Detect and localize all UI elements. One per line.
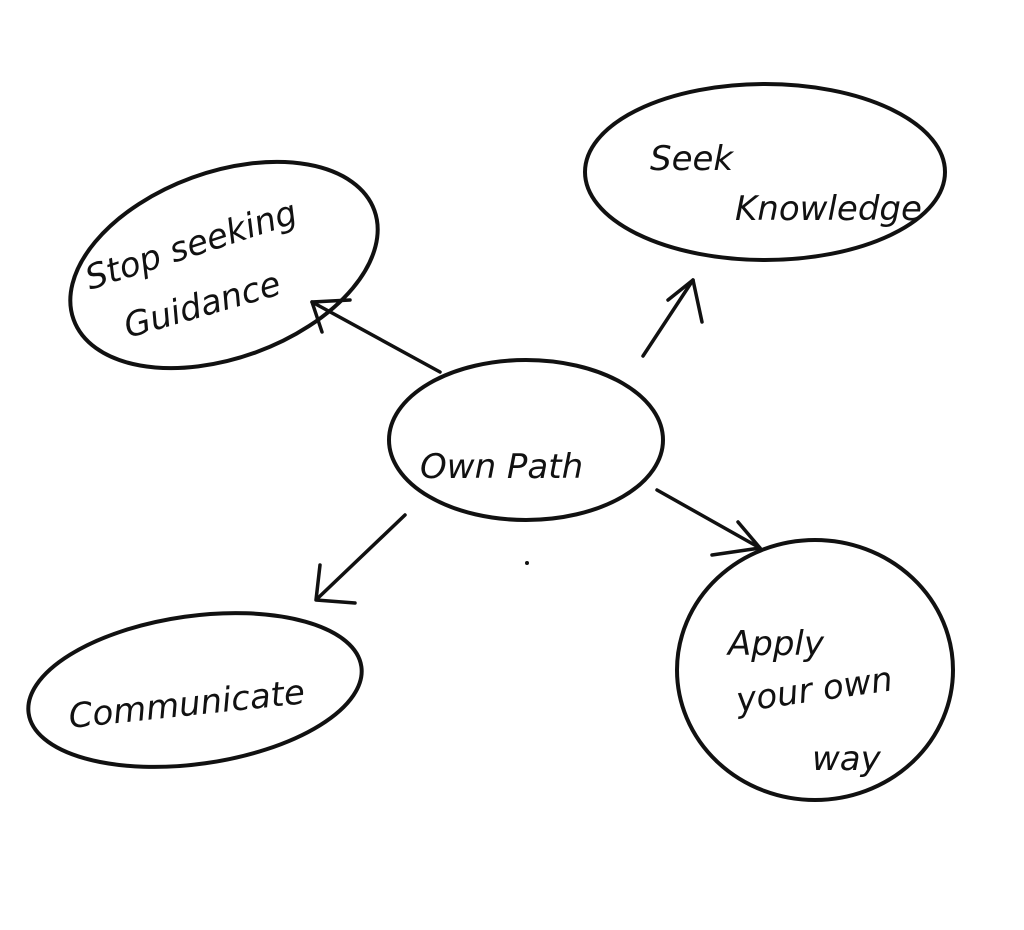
- edge-to-stop-seeking-guidance: [310, 298, 442, 374]
- node-label-line-2: Knowledge: [735, 189, 922, 229]
- node-label: Communicate: [67, 672, 307, 737]
- arrow-head-icon: [314, 563, 357, 605]
- node-outline: [387, 358, 665, 522]
- node-label-line-1: Seek: [650, 139, 734, 179]
- node-apply-your-own-way: Apply your own way: [675, 538, 955, 802]
- arrow-line: [310, 300, 442, 374]
- node-label: Own Path: [420, 447, 583, 487]
- arrow-head-icon: [710, 520, 762, 557]
- arrow-line: [641, 278, 695, 358]
- arrow-line: [655, 488, 762, 550]
- node-stop-seeking-guidance: Stop seeking Guidance: [68, 159, 380, 371]
- node-communicate: Communicate: [26, 611, 364, 769]
- node-outline: [68, 159, 380, 371]
- node-outline: [26, 611, 364, 769]
- edge-to-apply-your-own-way: [655, 488, 762, 557]
- node-own-path: Own Path: [387, 358, 665, 522]
- stray-dot: [525, 561, 529, 565]
- edge-to-communicate: [314, 513, 407, 605]
- node-label-line-1: Apply: [726, 624, 825, 664]
- node-label-line-2: your own: [733, 659, 895, 721]
- node-seek-knowledge: Seek Knowledge: [583, 82, 947, 262]
- node-label-line-3: way: [812, 739, 882, 779]
- node-outline: [675, 538, 955, 802]
- arrow-head-icon: [666, 278, 704, 324]
- edge-to-seek-knowledge: [641, 278, 704, 358]
- arrow-head-icon: [310, 298, 352, 334]
- arrow-line: [316, 513, 407, 600]
- node-outline: [583, 82, 947, 262]
